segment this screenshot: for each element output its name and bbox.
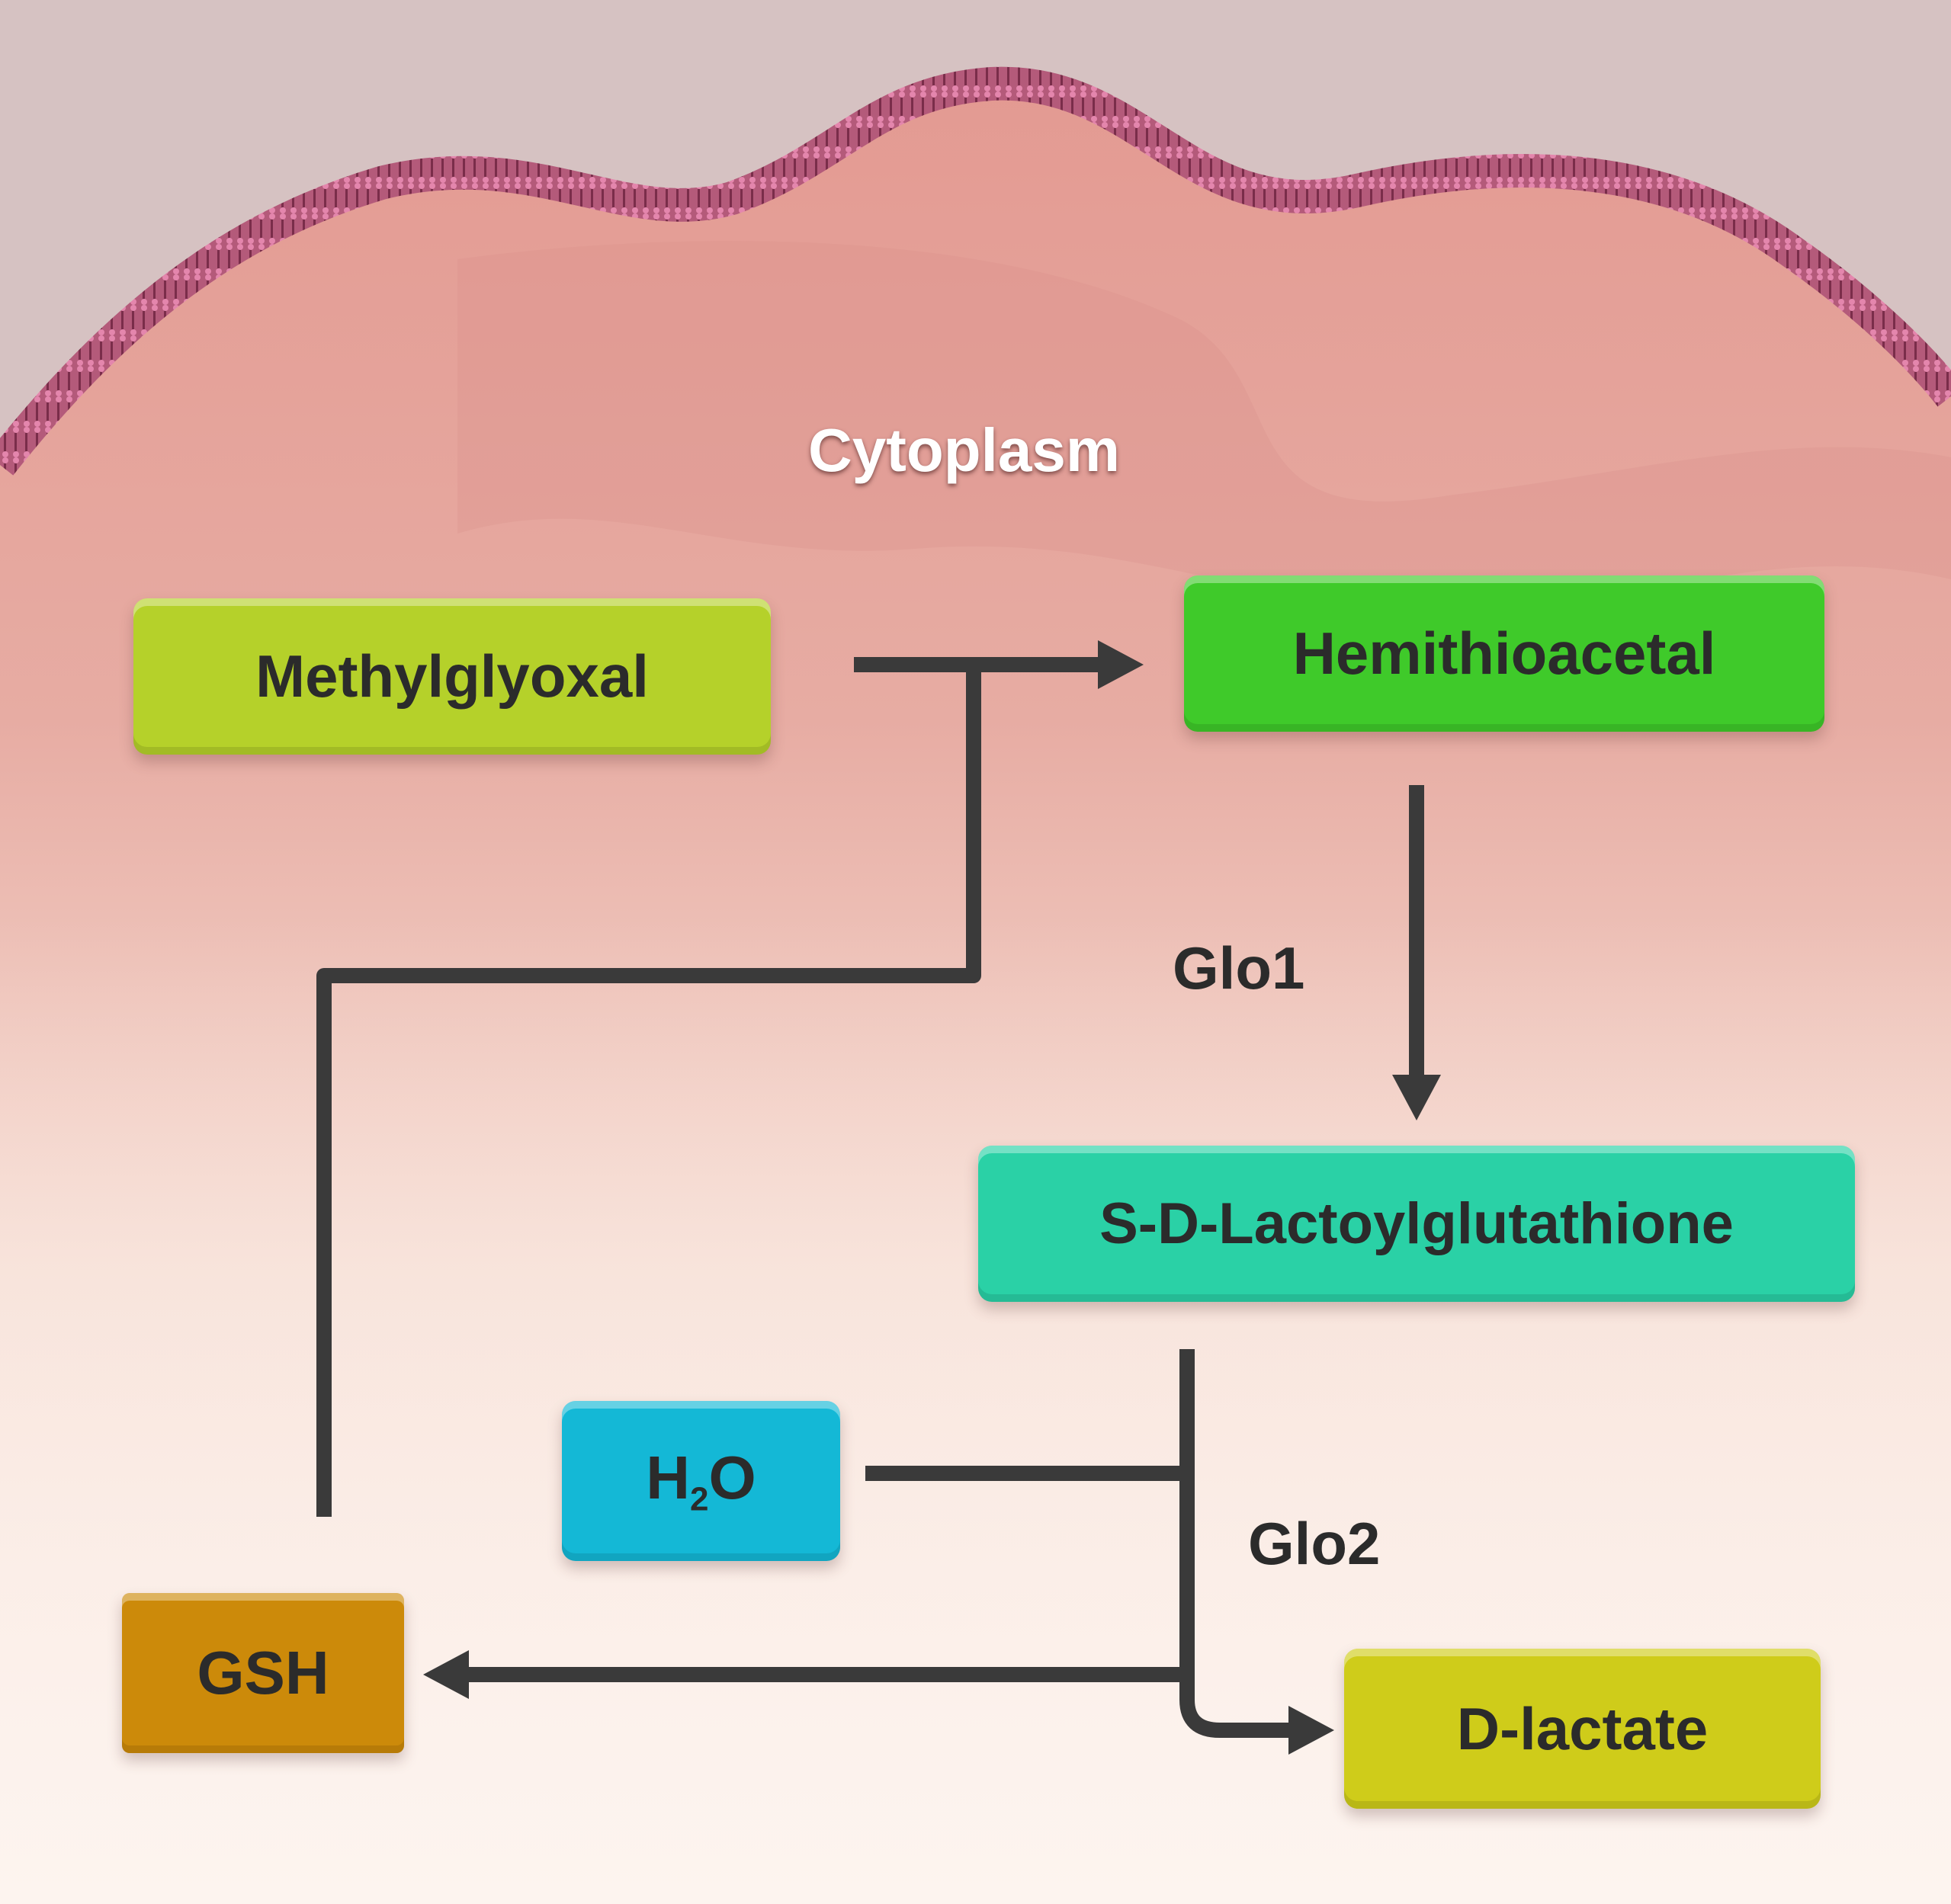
arrowhead-d-lactate (1288, 1706, 1334, 1755)
node-gsh: GSH (122, 1593, 404, 1753)
arrowhead-hemithioacetal (1098, 640, 1144, 689)
enzyme-glo1-label: Glo1 (1173, 934, 1305, 1002)
enzyme-glo2-label: Glo2 (1248, 1510, 1381, 1577)
connector-glo2 (1179, 1349, 1296, 1738)
arrowheads (423, 640, 1441, 1755)
node-hemithioacetal-label: Hemithioacetal (1292, 620, 1716, 687)
cell-membrane (0, 66, 1951, 476)
pathway-connectors (316, 657, 1424, 1738)
arrowhead-gsh (423, 1650, 469, 1699)
node-hemithioacetal: Hemithioacetal (1184, 575, 1824, 732)
node-gsh-label: GSH (197, 1639, 329, 1707)
node-s-d-lactoylglutathione-label: S-D-Lactoylglutathione (1099, 1191, 1734, 1256)
node-s-d-lactoylglutathione: S-D-Lactoylglutathione (978, 1146, 1855, 1302)
cytoplasm-ridge (457, 241, 1951, 612)
node-methylglyoxal: Methylglyoxal (133, 598, 771, 755)
node-d-lactate-label: D-lactate (1456, 1694, 1709, 1762)
arrowhead-lactoylglutathione (1392, 1075, 1441, 1120)
cytoplasm-label: Cytoplasm (808, 416, 1120, 484)
node-d-lactate: D-lactate (1344, 1649, 1821, 1809)
node-water: H2O (562, 1401, 840, 1561)
node-water-label: H2O (646, 1444, 756, 1518)
connector-gsh-recycle (316, 665, 981, 1517)
node-methylglyoxal-label: Methylglyoxal (255, 643, 649, 710)
